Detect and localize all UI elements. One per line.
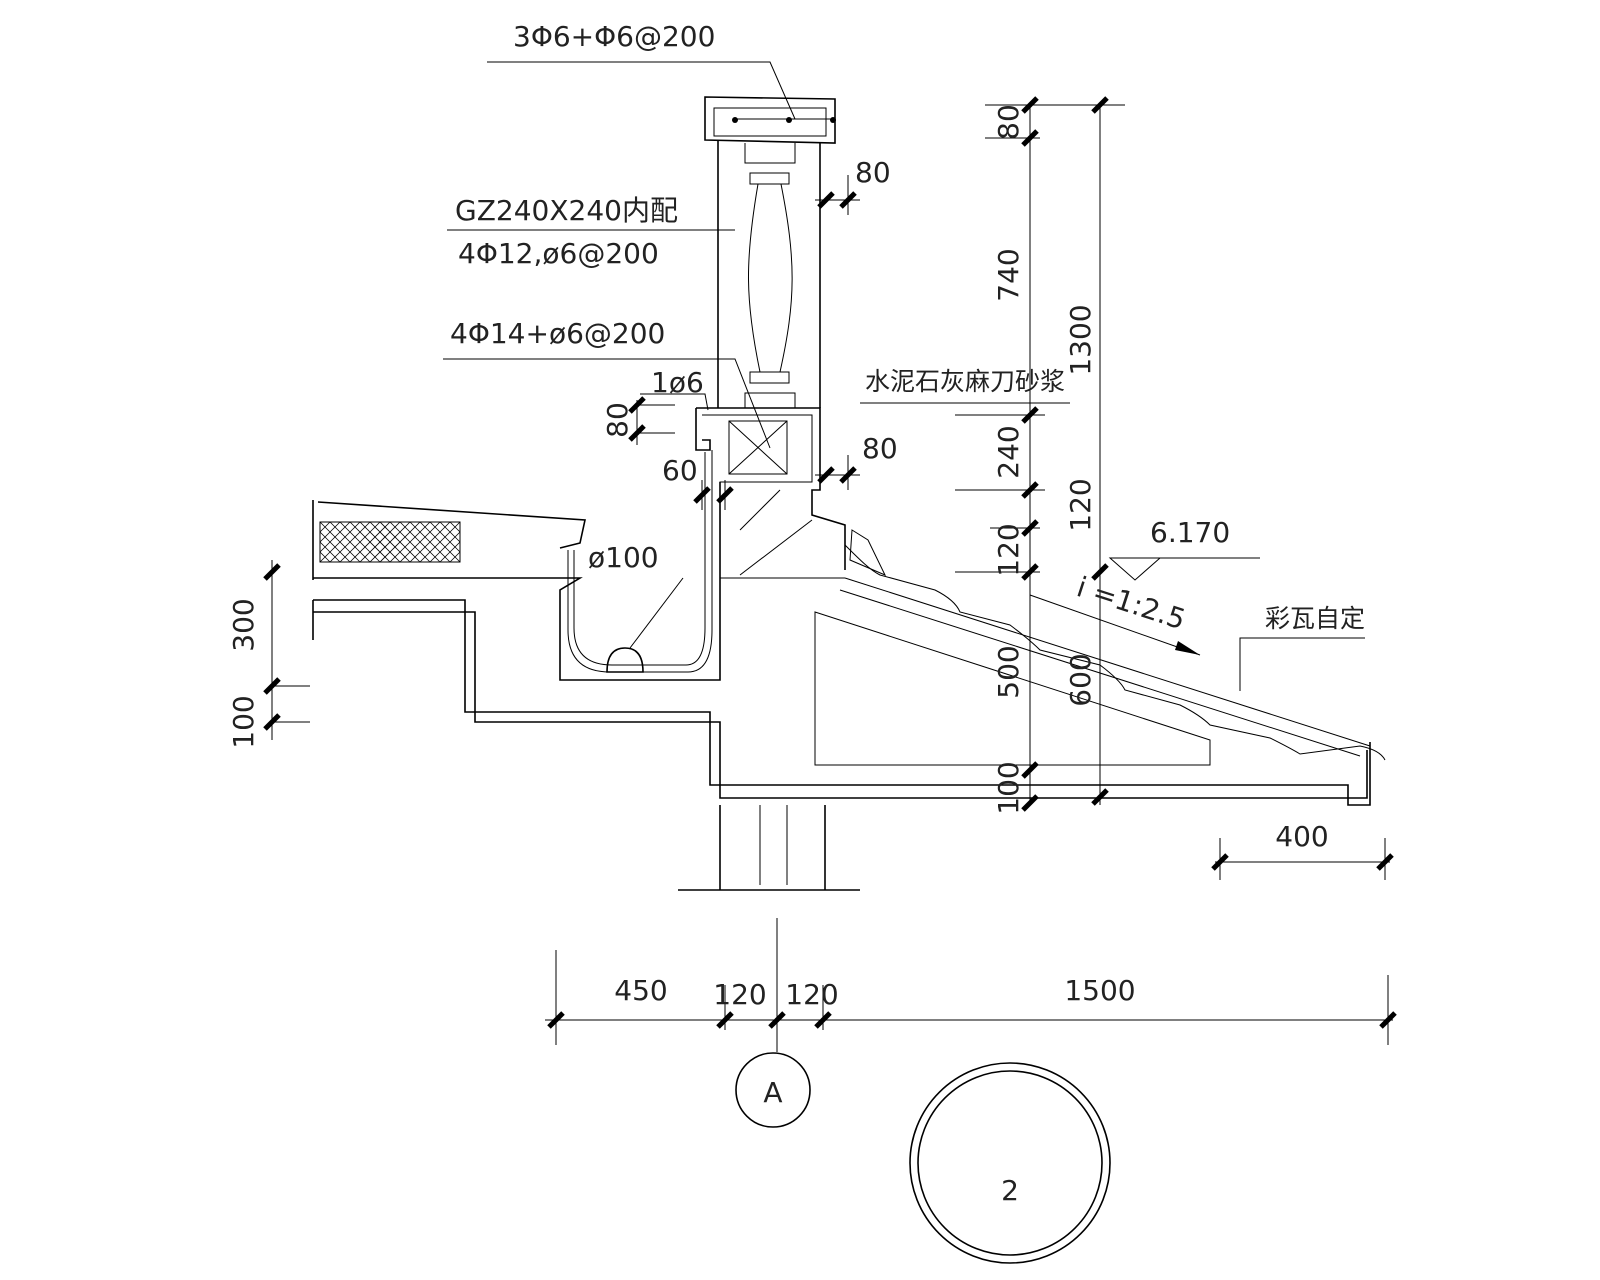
- dim-v-120a: 120: [1064, 478, 1097, 531]
- roof-tiles: [844, 529, 1386, 761]
- dim-hook-width: 60: [662, 454, 698, 487]
- cap-rebar-label: 3Φ6+Φ6@200: [513, 20, 715, 53]
- detail-number: 2: [1001, 1174, 1019, 1207]
- slope-label: i =1:2.5: [1073, 570, 1190, 636]
- dim-beam-offset: 80: [862, 432, 898, 465]
- dim-hook-height: 80: [601, 402, 634, 438]
- dimension-tick: [1021, 519, 1039, 537]
- hatch-line: [319, 521, 361, 563]
- dim-v-100: 100: [992, 761, 1025, 814]
- dimension-tick: [1091, 788, 1109, 806]
- leaders: [443, 61, 1365, 691]
- wall-below: [678, 805, 860, 891]
- dimension-tick: [814, 1011, 832, 1029]
- dimension-tick: [768, 1011, 786, 1029]
- dim-v-80: 80: [992, 104, 1025, 140]
- parapet-cap: [704, 96, 836, 144]
- dimension-tick: [263, 713, 281, 731]
- hatch-line: [439, 541, 461, 563]
- dimension-tick: [547, 1011, 565, 1029]
- ring-beam: [695, 407, 846, 575]
- dimension-tick: [839, 191, 857, 209]
- dim-eave-400: 400: [1275, 820, 1328, 853]
- beam-rebar-label: 4Φ14+ø6@200: [450, 317, 665, 350]
- hatch-line: [359, 521, 401, 563]
- mortar-label: 水泥石灰麻刀砂浆: [865, 367, 1065, 396]
- dimension-tick: [1021, 761, 1039, 779]
- dimension-tick: [1021, 129, 1039, 147]
- detail-circle-outer: [909, 1062, 1111, 1264]
- hatch-line: [369, 521, 411, 563]
- dim-v-240: 240: [992, 425, 1025, 478]
- axis-label: A: [763, 1076, 782, 1109]
- dimension-tick: [628, 424, 646, 442]
- dimension-tick: [1091, 96, 1109, 114]
- dimension-tick: [716, 486, 734, 504]
- hatch-line: [329, 521, 371, 563]
- hatch-line: [419, 521, 461, 563]
- pipe-label: ø100: [588, 541, 659, 574]
- hatch-line: [389, 521, 431, 563]
- axis-bubble: [735, 1052, 811, 1128]
- roof-slab-section: [312, 482, 1371, 806]
- dimension-tick: [839, 466, 857, 484]
- dimension-tick: [716, 1011, 734, 1029]
- dimension-tick: [1211, 853, 1229, 871]
- dim-v-120b: 120: [992, 523, 1025, 576]
- baluster: [717, 140, 821, 408]
- dimension-tick: [628, 396, 646, 414]
- dimension-ticks: [263, 96, 1397, 1029]
- tile-label: 彩瓦自定: [1265, 604, 1365, 633]
- dimension-tick: [1021, 96, 1039, 114]
- dimension-tick: [1021, 794, 1039, 812]
- detail-circle-inner: [917, 1070, 1103, 1256]
- dim-v-1300: 1300: [1064, 304, 1097, 375]
- elevation-label: 6.170: [1150, 516, 1230, 549]
- dim-left-300: 300: [227, 598, 260, 651]
- gutter: [567, 450, 713, 673]
- insulation-hatch: [319, 521, 461, 563]
- dim-bottom-1500: 1500: [1064, 974, 1135, 1007]
- dim-v-500: 500: [992, 645, 1025, 698]
- dimension-tick: [1021, 406, 1039, 424]
- dimension-tick: [817, 191, 835, 209]
- column-rebar-label: 4Φ12,ø6@200: [458, 237, 659, 270]
- dim-v-600: 600: [1064, 653, 1097, 706]
- dimension-tick: [263, 677, 281, 695]
- hatch-line: [379, 521, 421, 563]
- hatch-line: [399, 521, 441, 563]
- dim-cap-offset: 80: [855, 156, 891, 189]
- hatch-line: [409, 521, 451, 563]
- dimension-tick: [1376, 853, 1394, 871]
- hatch-line: [349, 521, 391, 563]
- dimension-tick: [1021, 563, 1039, 581]
- dimension-tick: [263, 563, 281, 581]
- hatch-line: [449, 521, 461, 533]
- drain-pipe-icon: [606, 647, 644, 673]
- dimension-tick: [1021, 481, 1039, 499]
- hatch-line: [439, 521, 461, 543]
- dimension-tick: [1379, 1011, 1397, 1029]
- dimension-lines: [263, 96, 1397, 1052]
- dimension-tick: [1091, 563, 1109, 581]
- column-label: GZ240X240内配: [455, 194, 678, 227]
- dim-bottom-450: 450: [614, 974, 667, 1007]
- hatch-line: [339, 521, 381, 563]
- dim-bottom-120a: 120: [713, 978, 766, 1011]
- hatch-line: [449, 551, 461, 563]
- dimension-tick: [817, 466, 835, 484]
- dimension-tick: [693, 486, 711, 504]
- hook-bar-label: 1ø6: [651, 366, 704, 399]
- dim-bottom-120b: 120: [785, 978, 838, 1011]
- dim-left-100: 100: [227, 695, 260, 748]
- dim-v-740: 740: [992, 248, 1025, 301]
